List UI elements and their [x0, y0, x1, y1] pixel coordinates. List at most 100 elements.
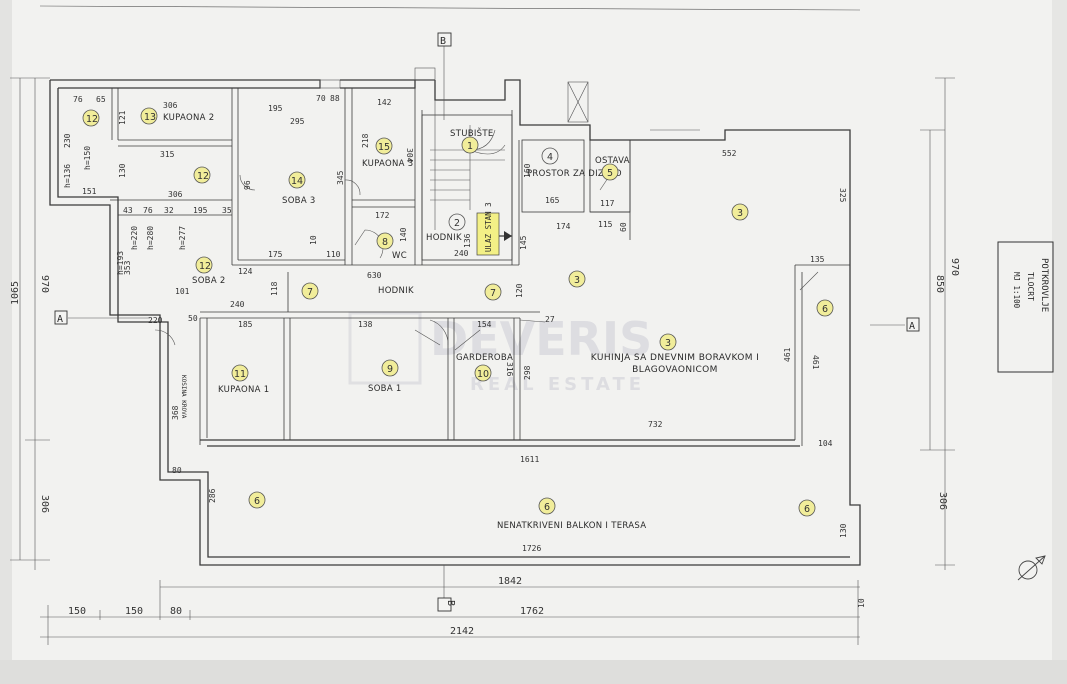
dim-label: h=277	[178, 226, 187, 250]
room-badge	[375, 137, 393, 155]
section-b-bottom-label: B	[445, 600, 456, 606]
dim-label: 630	[367, 271, 382, 280]
room-name: GARDEROBA	[456, 353, 513, 363]
room-name: HODNIK	[378, 286, 414, 296]
section-marker-b-bottom	[437, 597, 452, 612]
room-badge	[248, 491, 266, 509]
section-marker-b-top	[437, 32, 452, 47]
dim-label: 165	[545, 196, 560, 205]
dim-bottom-seg1: 150	[68, 606, 86, 617]
dim-label: 218	[361, 133, 370, 148]
dim-bottom-mid: 1762	[520, 606, 544, 617]
room-number: 10	[477, 369, 489, 380]
dim-label: 230	[63, 133, 72, 148]
dim-right-upper: 970	[949, 258, 960, 276]
dim-left-upper: 970	[39, 275, 50, 293]
room-badge	[538, 497, 556, 515]
dim-label: 368	[171, 405, 180, 420]
room-number: 1	[467, 141, 473, 152]
dim-label: 552	[722, 149, 737, 158]
room-number: 6	[804, 504, 810, 515]
room-number: 7	[307, 287, 313, 298]
dim-label: 286	[208, 488, 217, 503]
room-badge	[601, 163, 619, 181]
room-badge	[82, 109, 100, 127]
room-name: KUPAONA 3	[362, 159, 414, 169]
room-name-kitchen: KUHINJA SA DNEVNIM BORAVKOM I BLAGOVAONI…	[591, 353, 759, 375]
room-badge	[474, 364, 492, 382]
dim-label: 80	[172, 466, 182, 475]
scan-edge-right	[1052, 0, 1067, 684]
room-number: 9	[387, 364, 393, 375]
dim-label: 140	[399, 227, 408, 242]
dim-bottom-seg2: 150	[125, 606, 143, 617]
room-name: STUBIŠTE	[450, 127, 494, 139]
interior-walls	[110, 88, 850, 447]
room-badge	[140, 107, 158, 125]
dim-label: 240	[230, 300, 245, 309]
room-number: 12	[199, 261, 211, 272]
dim-label: 101	[175, 287, 190, 296]
watermark-sub: REAL ESTATE	[470, 374, 645, 395]
room-badge	[798, 499, 816, 517]
dim-label: 298	[523, 365, 532, 380]
room-number: 4	[547, 152, 553, 163]
dim-bottom-seg3: 80	[170, 606, 182, 617]
dim-right-inner: 850	[934, 275, 945, 293]
dim-bottom-total: 2142	[450, 626, 474, 637]
dim-label: 76	[73, 95, 83, 104]
room-name: WC	[392, 251, 407, 261]
dim-label: h=150	[83, 146, 92, 170]
room-number: 2	[454, 218, 460, 229]
dim-label: 10	[309, 235, 318, 245]
dim-label: 295	[290, 117, 305, 126]
dim-label: 174	[556, 222, 571, 231]
dim-label: 118	[270, 281, 279, 296]
windows	[319, 67, 720, 441]
dim-label: 732	[648, 420, 663, 429]
dim-label: 1611	[520, 455, 539, 464]
dim-label: 315	[160, 150, 175, 159]
section-marker-a-left	[54, 310, 68, 325]
dim-label: 325	[838, 188, 847, 203]
dim-label: 120	[515, 283, 524, 298]
room-badge	[731, 203, 749, 221]
dim-label: 345	[336, 170, 345, 185]
dim-label: 172	[375, 211, 390, 220]
room-number: 3	[665, 338, 671, 349]
dim-label: 220	[148, 316, 163, 325]
room-badge	[484, 283, 502, 301]
room-number: 6	[254, 496, 260, 507]
room-number: 6	[544, 502, 550, 513]
room-name: NENATKRIVENI BALKON I TERASA	[497, 521, 646, 531]
dim-label: 316	[505, 362, 514, 377]
dim-bottom-right: 10	[857, 598, 866, 608]
scan-edge-left	[0, 0, 12, 684]
title-block: POTKROVLJE TLOCRT MJ 1:100	[997, 241, 1054, 373]
room-number: 12	[197, 171, 209, 182]
section-a-right-label: A	[909, 321, 915, 332]
dim-label: 353	[123, 260, 132, 275]
room-number: 3	[737, 208, 743, 219]
dim-label: 461	[811, 355, 820, 370]
section-marker-a-right	[906, 317, 920, 332]
dim-label: 306	[168, 190, 183, 199]
dim-label: 130	[839, 523, 848, 538]
dim-label: 43	[123, 206, 133, 215]
title-line1: POTKROVLJE	[1039, 258, 1049, 312]
room-name: SOBA 3	[282, 196, 316, 206]
room-badge	[376, 232, 394, 250]
room-badge	[568, 270, 586, 288]
dim-label: 175	[268, 250, 283, 259]
room-badge	[288, 171, 306, 189]
dim-label: 195	[268, 104, 283, 113]
dim-label: 117	[600, 199, 615, 208]
dim-label: h=280	[146, 226, 155, 250]
dim-label: 32	[164, 206, 174, 215]
room-number: 6	[822, 304, 828, 315]
room-number: 11	[234, 369, 246, 380]
dim-label: 88	[330, 94, 340, 103]
room-number: 15	[378, 142, 390, 153]
dim-label: 130	[118, 163, 127, 178]
